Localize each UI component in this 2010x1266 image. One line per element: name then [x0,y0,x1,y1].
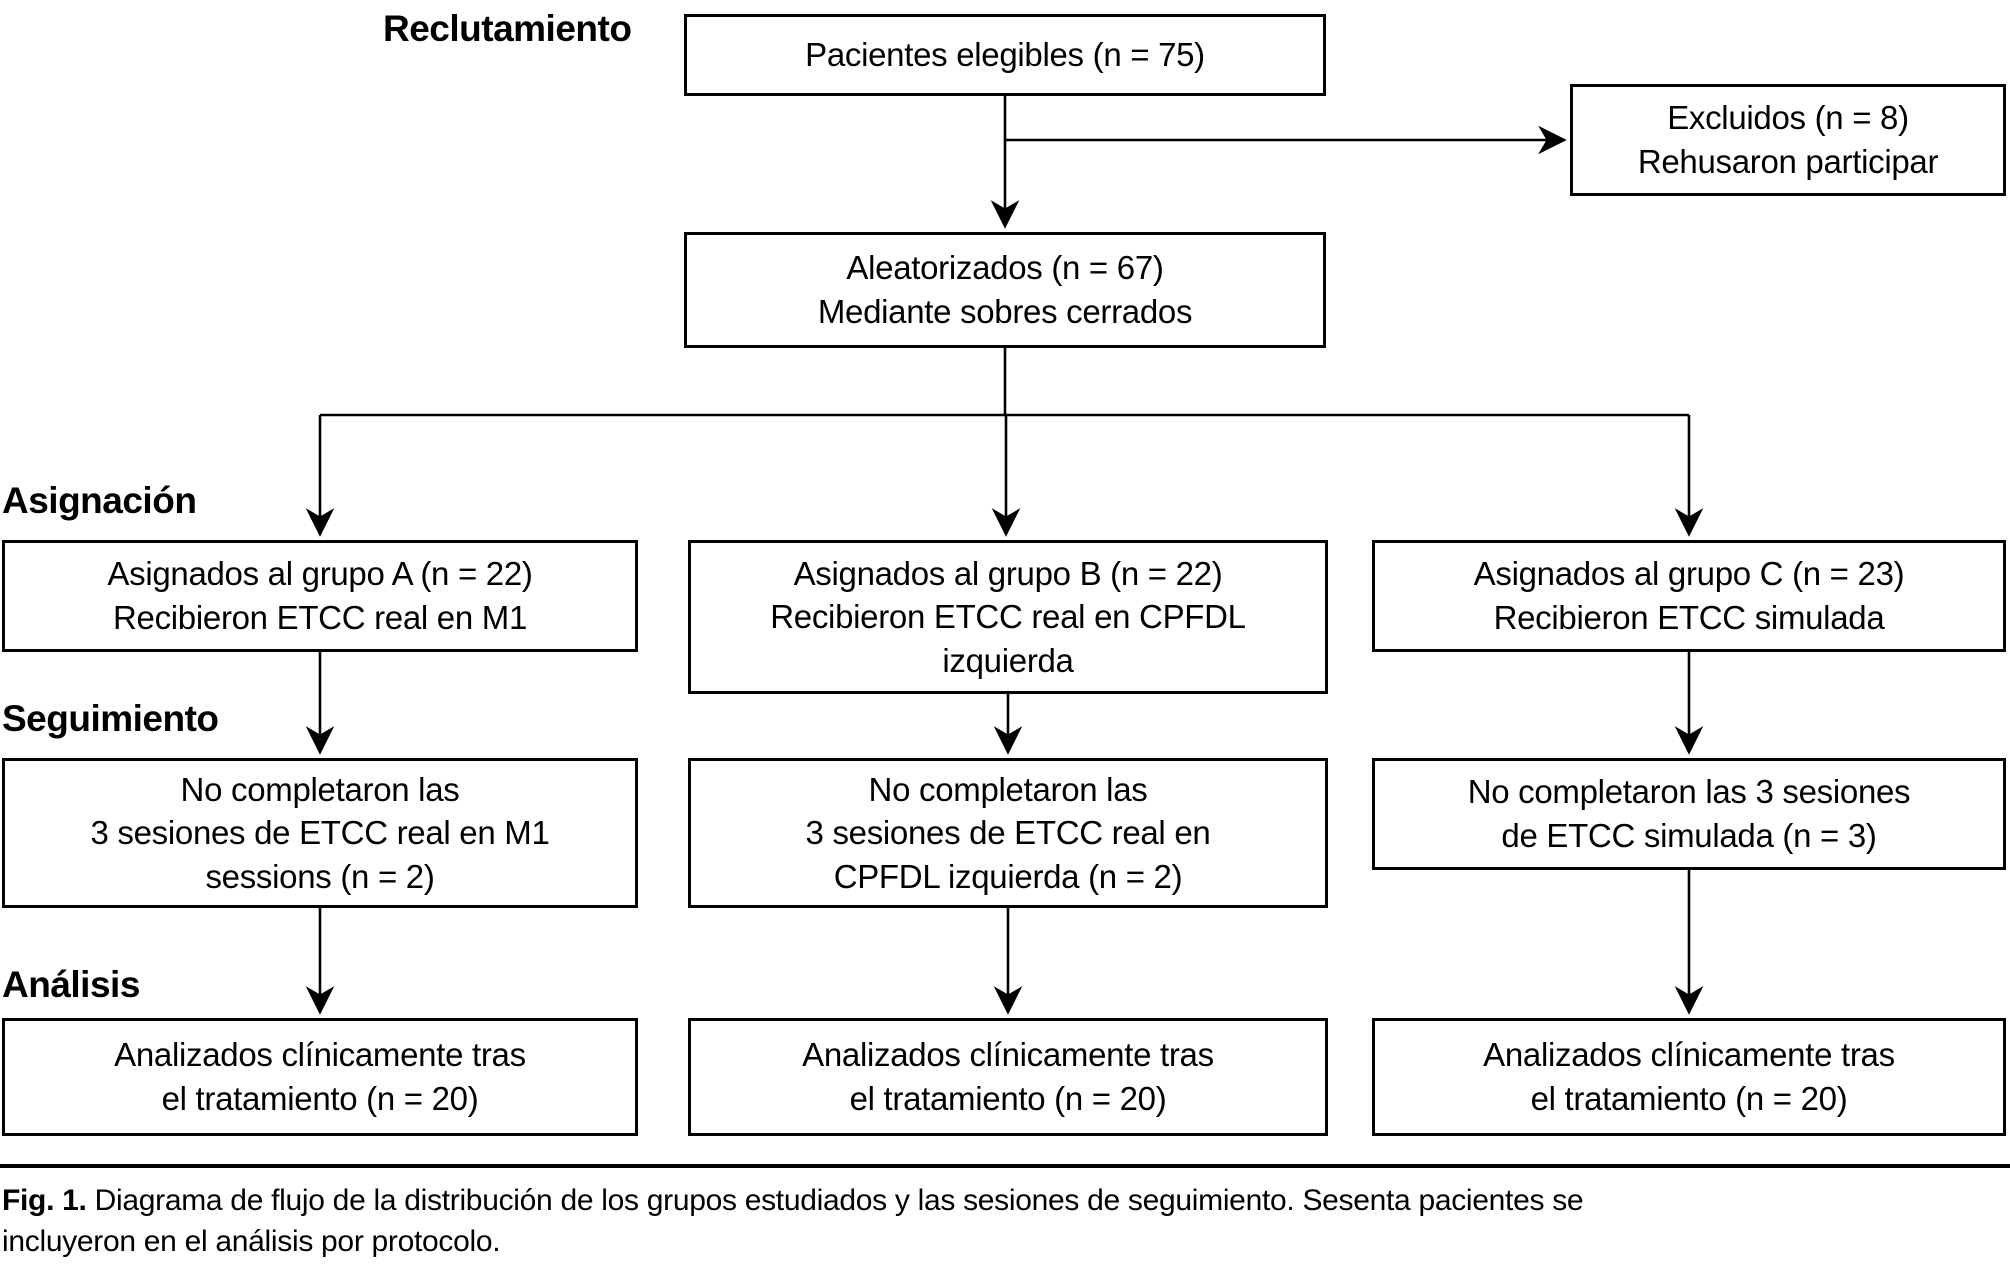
box-text: el tratamiento (n = 20) [1530,1080,1848,1117]
box-followup-c: No completaron las 3 sesiones de ETCC si… [1372,758,2006,870]
caption-text: Diagrama de flujo de la distribución de … [94,1184,1584,1217]
box-analysis-b: Analizados clínicamente tras el tratamie… [688,1018,1328,1136]
box-text: el tratamiento (n = 20) [161,1080,479,1117]
box-randomized: Aleatorizados (n = 67) Mediante sobres c… [684,232,1326,348]
stage-label-analysis: Análisis [2,964,140,1005]
box-text: Pacientes elegibles (n = 75) [805,36,1205,74]
box-text: Asignados al grupo C (n = 23) [1473,555,1905,593]
box-text: izquierda [942,641,1074,679]
box-text: Analizados clínicamente tras [1483,1036,1895,1074]
box-text: Analizados clínicamente tras [114,1036,526,1074]
box-eligible-patients: Pacientes elegibles (n = 75) [684,14,1326,96]
box-text: Asignados al grupo B (n = 22) [793,554,1223,592]
box-analysis-c: Analizados clínicamente tras el tratamie… [1372,1018,2006,1136]
box-followup-a: No completaron las 3 sesiones de ETCC re… [2,758,638,908]
box-text: Recibieron ETCC real en M1 [112,599,528,636]
box-followup-b: No completaron las 3 sesiones de ETCC re… [688,758,1328,908]
box-group-c: Asignados al grupo C (n = 23) Recibieron… [1372,540,2006,652]
caption-figure-label: Fig. 1. [2,1184,87,1217]
box-group-a: Asignados al grupo A (n = 22) Recibieron… [2,540,638,652]
box-text: 3 sesiones de ETCC real en [805,814,1211,852]
box-text: el tratamiento (n = 20) [849,1080,1167,1117]
box-excluded: Excluidos (n = 8) Rehusaron participar [1570,84,2006,196]
box-text: Recibieron ETCC real en CPFDL [770,598,1246,636]
stage-label-followup: Seguimiento [2,698,219,739]
box-text: No completaron las [180,770,460,808]
box-text: Mediante sobres cerrados [817,293,1193,330]
branch-randomized-to-groups [305,348,1704,537]
box-group-b: Asignados al grupo B (n = 22) Recibieron… [688,540,1328,694]
caption-line-1: Fig. 1. Diagrama de flujo de la distribu… [2,1180,2008,1221]
box-text: Excluidos (n = 8) [1667,99,1909,137]
box-text: 3 sesiones de ETCC real en M1 [90,814,550,852]
box-text: Aleatorizados (n = 67) [846,249,1164,287]
box-text: CPFDL izquierda (n = 2) [833,857,1183,895]
box-text: Asignados al grupo A (n = 22) [107,555,533,593]
box-text: Rehusaron participar [1637,143,1939,180]
box-analysis-a: Analizados clínicamente tras el tratamie… [2,1018,638,1136]
stage-label-recruitment: Reclutamiento [383,8,632,49]
stage-label-assignment: Asignación [2,480,197,521]
box-text: de ETCC simulada (n = 3) [1501,817,1877,854]
caption-line-2: incluyeron en el análisis por protocolo. [2,1225,501,1259]
figure-caption: Fig. 1. Diagrama de flujo de la distribu… [2,1180,2008,1263]
box-text: No completaron las 3 sesiones [1467,773,1911,811]
box-text: Recibieron ETCC simulada [1493,599,1885,636]
box-text: No completaron las [868,770,1148,808]
box-text: Analizados clínicamente tras [802,1036,1214,1074]
caption-divider [0,1164,2010,1168]
box-text: sessions (n = 2) [205,857,435,895]
